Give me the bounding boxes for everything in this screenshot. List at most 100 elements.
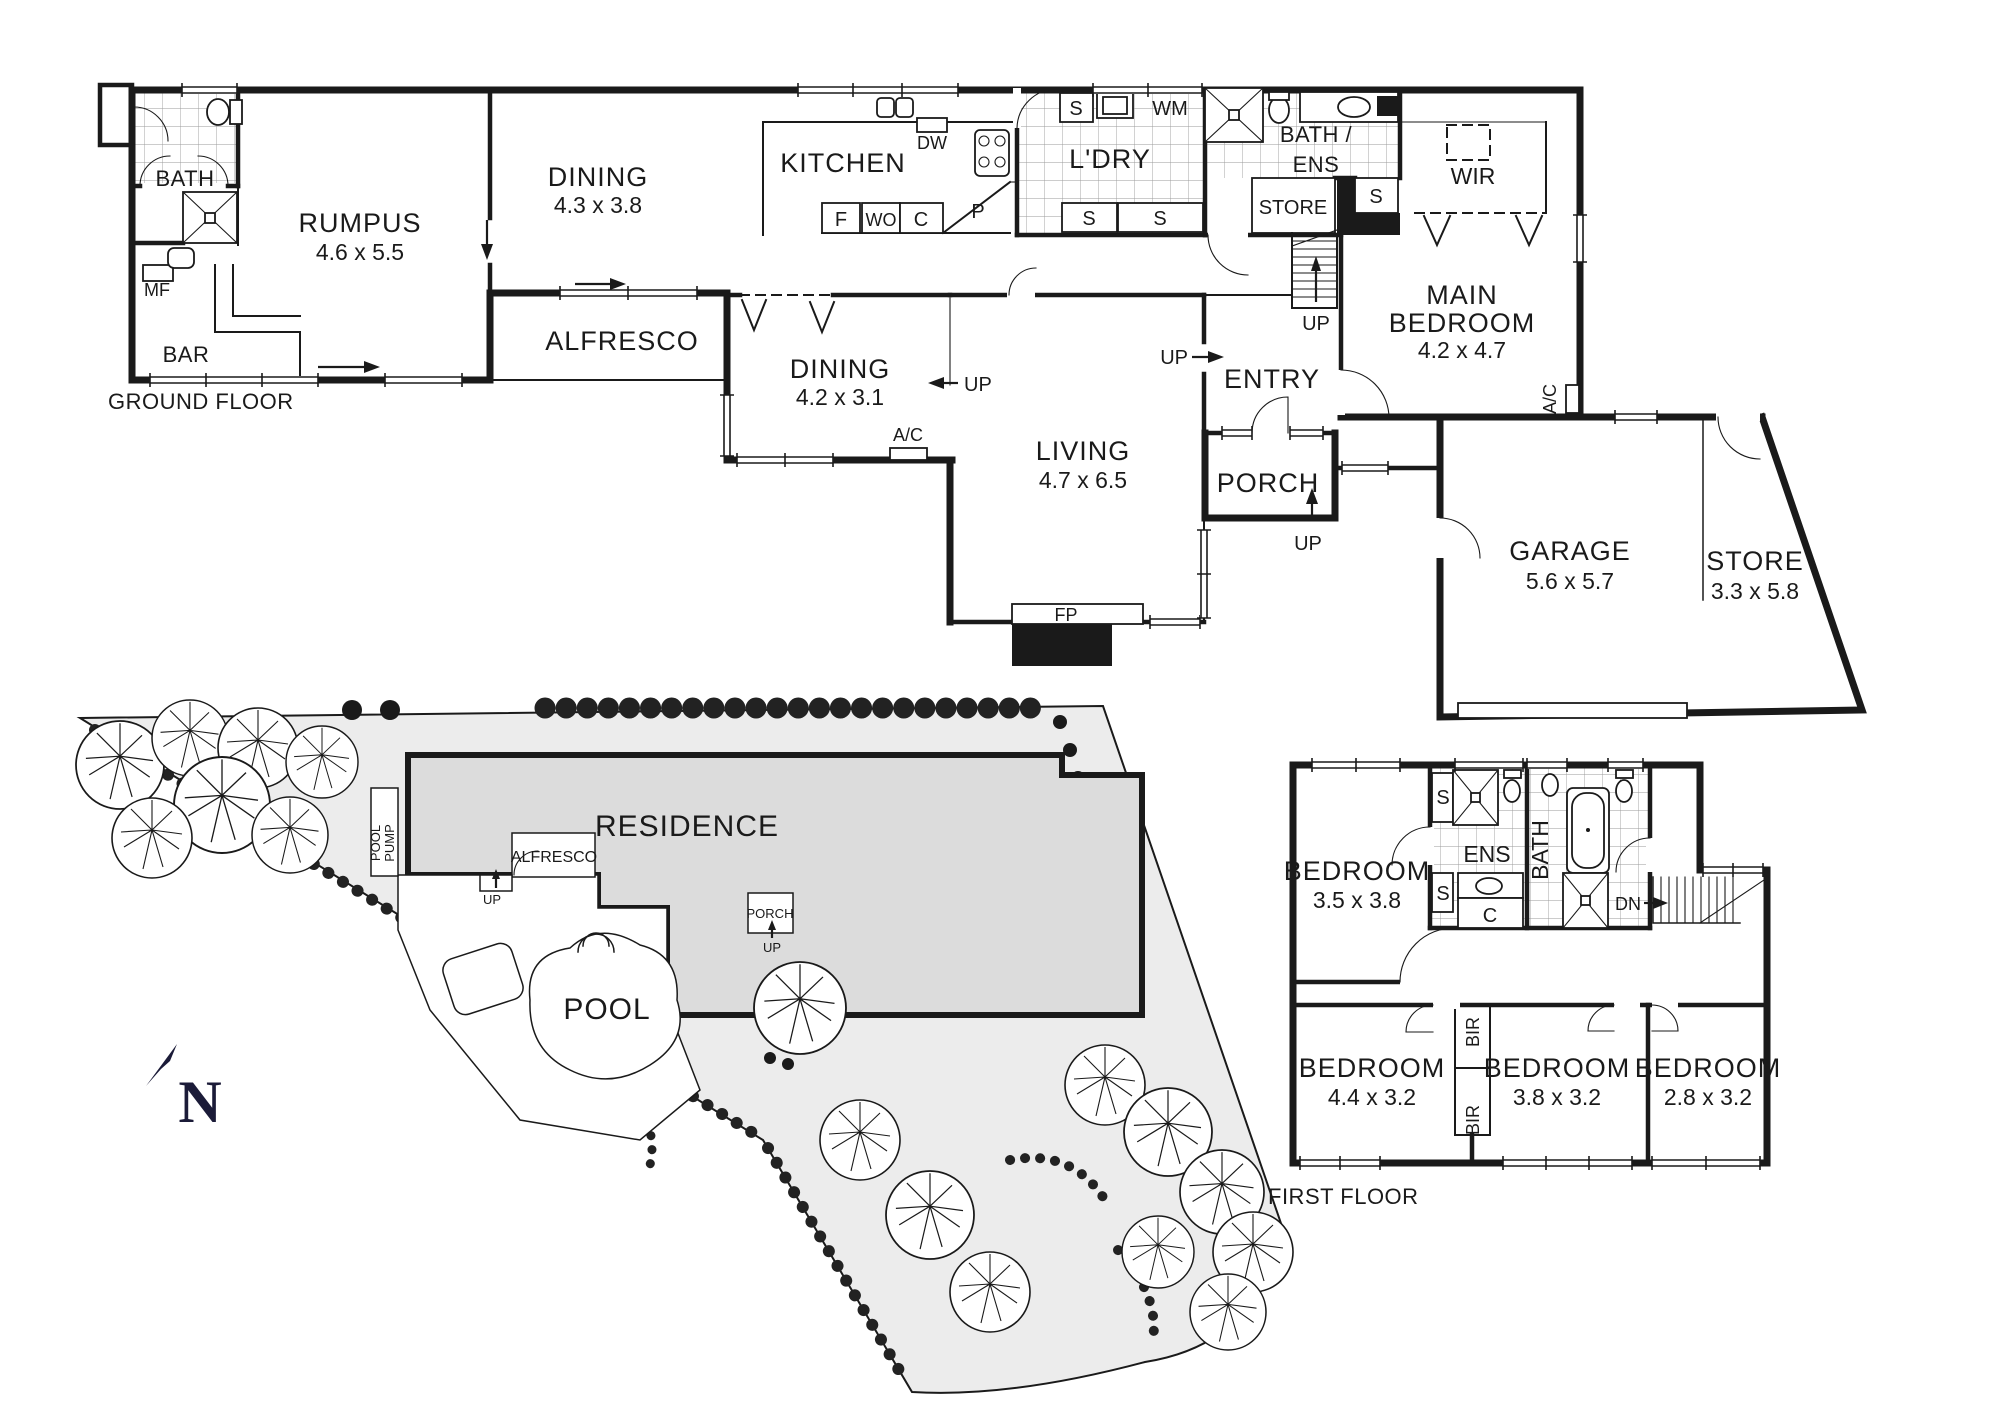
arrowhead [928,377,944,389]
site-pool-pump-label-line2: PUMP [382,824,397,862]
door-gap [1400,978,1455,986]
wir-dashed-box [1446,124,1491,161]
window [181,83,238,97]
room-dims-bedroom3: 3.8 x 3.2 [1513,1084,1601,1110]
room-dims-store: 3.3 x 5.8 [1711,578,1799,604]
north-arrow-icon [146,1044,177,1086]
window [1607,758,1644,772]
arrowhead [768,920,776,930]
fixture-label-c: C [1483,905,1497,927]
window [1289,426,1324,440]
site-residence-label: RESIDENCE [595,810,779,843]
window [1454,758,1524,772]
bathtub-icon [1566,787,1610,874]
pool-steps-arcs [577,932,615,953]
window [1221,426,1253,440]
black-wall-block [1355,213,1400,235]
living-door-arc [1008,267,1037,296]
floor-label-ground: GROUND FLOOR [108,389,294,414]
door-gap [1433,1001,1460,1009]
floor-label-first: FIRST FLOOR [1268,1184,1419,1209]
shower-rose [204,212,216,224]
fixture-label-s: S [1436,883,1449,905]
store-door-arc [1717,416,1761,460]
laundry-trough [167,247,195,269]
arrowhead [1208,351,1224,363]
toilet-icon [1615,779,1633,803]
fixture-label-c: C [914,209,928,231]
room-label-bath-ens-2: ENS [1293,152,1340,177]
fixture-label-ac: A/C [1540,384,1560,414]
north-compass: N [146,1044,222,1135]
fixture-label-mf: MF [144,280,170,300]
fixture-label-wo: WO [866,210,897,230]
room-label-dining: DINING [790,354,891,384]
room-label-bath-first: BATH [1527,820,1553,880]
fridge-box [821,202,861,234]
window [1092,83,1203,97]
room-dims-bedroom4: 2.8 x 3.2 [1664,1084,1752,1110]
site-porch-label: PORCH [747,906,794,921]
room-label-bedroom4: BEDROOM [1635,1053,1782,1083]
hedge-dots-bottom [762,1142,912,1388]
site-plan: RESIDENCE ALFRESCO PORCH POOL POOL PUMP … [75,697,1294,1394]
room-label-bar: BAR [163,342,210,367]
window [149,373,319,387]
shrub-icon [380,700,400,720]
bed2-door-arc [1405,1004,1434,1033]
door-gap [1007,291,1035,299]
room-dims-bedroom2: 4.4 x 3.2 [1328,1084,1416,1110]
fixture-label-bir: BIR [1463,1017,1483,1047]
room-label-main-bedroom-2: BEDROOM [1389,308,1536,338]
room-dims-living: 4.7 x 6.5 [1039,467,1127,493]
laundry-cupboard-s2 [1117,202,1204,233]
sink-icon [876,97,914,118]
mf-unit [142,264,174,282]
bath-door-arc [1615,837,1651,873]
window [1702,863,1764,877]
tree-icon [75,720,165,810]
fireplace-box [1012,624,1112,666]
fixture-label-s: S [1153,208,1166,230]
tree-icon [819,1099,901,1181]
pool-spa [442,942,524,1016]
window [1197,529,1211,619]
ac-unit-dining [889,447,928,461]
room-label-ens: ENS [1463,841,1510,867]
entry-door-arc [1251,396,1289,434]
arrowhead [1306,488,1318,504]
arrowhead [492,869,500,879]
garden-dots-1 [1005,1152,1113,1210]
arrowhead [364,361,380,373]
fixture-label-fp: FP [1054,605,1077,625]
door-gap [1208,231,1248,239]
arrowhead [1653,897,1668,909]
window [1651,1156,1761,1170]
site-alfresco-label: ALFRESCO [511,849,597,866]
basin-icon [1337,96,1371,118]
fixture-label-p: P [971,201,984,223]
window [1502,1156,1633,1170]
room-dims-garage: 5.6 x 5.7 [1526,568,1614,594]
window [1299,1156,1381,1170]
hanging-space-mark [740,298,768,333]
tree-icon [1121,1215,1195,1289]
window [720,394,734,457]
shower-rose [1228,109,1240,121]
shrub-icon [342,700,362,720]
toilet-cistern [1268,91,1290,101]
door-gap [1436,518,1444,558]
window [1149,615,1201,629]
room-dims-rumpus: 4.6 x 5.5 [316,239,404,265]
fixture-label-bir: BIR [1463,1105,1483,1135]
bed1-door-arc [1399,927,1455,983]
door-gap [1013,88,1021,128]
fixture-label-dw: DW [917,133,947,153]
arrowhead [481,244,493,260]
window [736,453,834,467]
window [1573,214,1587,263]
toilet-icon [206,98,230,126]
door-gap [1716,413,1760,421]
up-label-living: UP [1160,347,1188,369]
shower-rose [1470,792,1481,803]
